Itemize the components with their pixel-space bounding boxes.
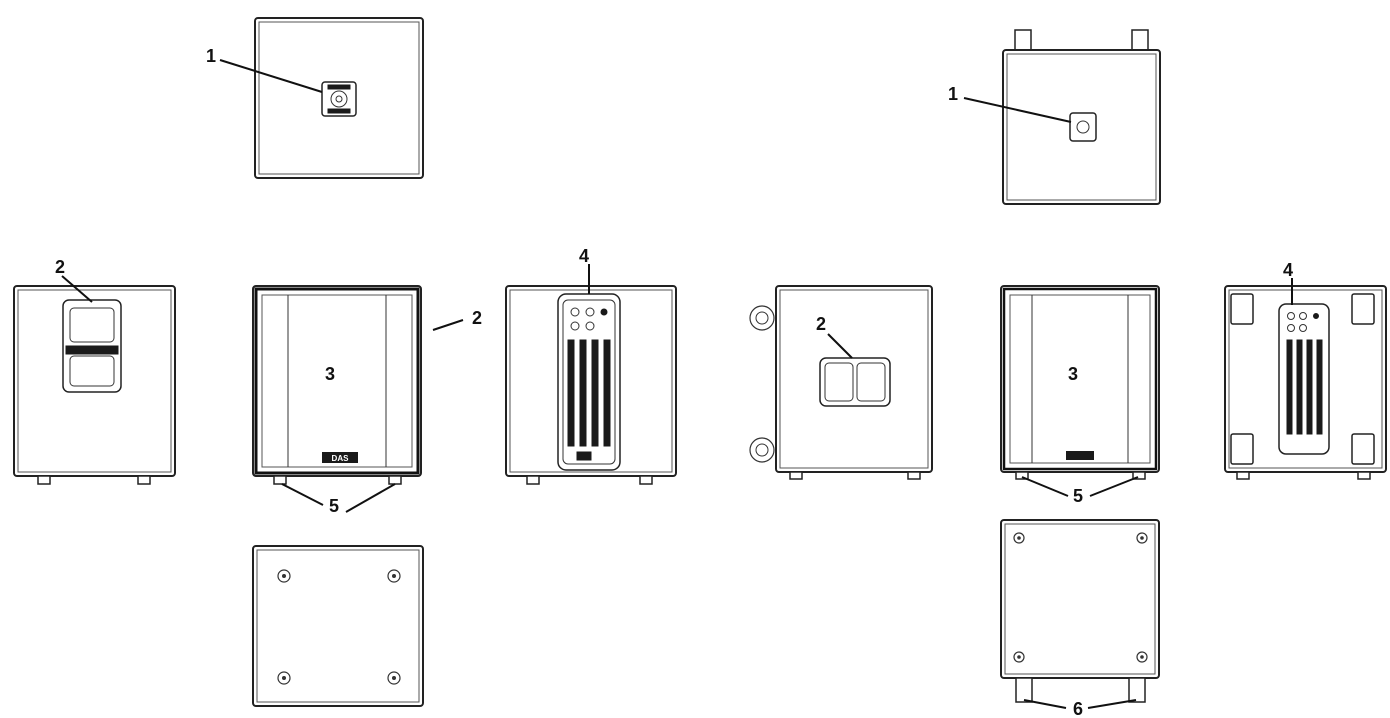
callout-2-left-front: 2 bbox=[472, 308, 482, 328]
right-top-connector-plate bbox=[1069, 112, 1097, 142]
callout-3-left: 3 bbox=[325, 364, 335, 384]
right-rear-view bbox=[1224, 285, 1387, 480]
callout-6-right: 6 bbox=[1073, 699, 1083, 718]
left-rear-view bbox=[505, 285, 677, 485]
right-rear-amp-panel bbox=[1278, 303, 1330, 455]
left-side-handle bbox=[62, 299, 122, 393]
callout-1-left: 1 bbox=[206, 46, 216, 66]
callout-numbers: 1 2 2 3 4 5 1 2 3 4 5 6 bbox=[55, 46, 1293, 718]
leader-lines bbox=[61, 59, 1293, 709]
callout-1-right: 1 bbox=[948, 84, 958, 104]
callout-4-left: 4 bbox=[579, 246, 589, 266]
left-side-view bbox=[13, 285, 176, 485]
callout-2-left-side: 2 bbox=[55, 257, 65, 277]
callout-5-right: 5 bbox=[1073, 486, 1083, 506]
left-top-connector-plate bbox=[321, 81, 357, 117]
right-side-view bbox=[749, 285, 933, 480]
right-front-view bbox=[1000, 285, 1160, 480]
callout-3-right: 3 bbox=[1068, 364, 1078, 384]
callout-4-right: 4 bbox=[1283, 260, 1293, 280]
callout-5-left: 5 bbox=[329, 496, 339, 516]
left-front-view: DAS bbox=[252, 285, 422, 485]
left-front-logo: DAS bbox=[332, 454, 350, 463]
callout-2-right: 2 bbox=[816, 314, 826, 334]
right-bottom-view bbox=[1000, 519, 1160, 703]
left-rear-amp-panel bbox=[557, 293, 621, 471]
right-top-view bbox=[1002, 29, 1161, 205]
left-bottom-view bbox=[252, 545, 424, 707]
left-top-view bbox=[254, 17, 424, 179]
right-side-handle bbox=[819, 357, 891, 407]
